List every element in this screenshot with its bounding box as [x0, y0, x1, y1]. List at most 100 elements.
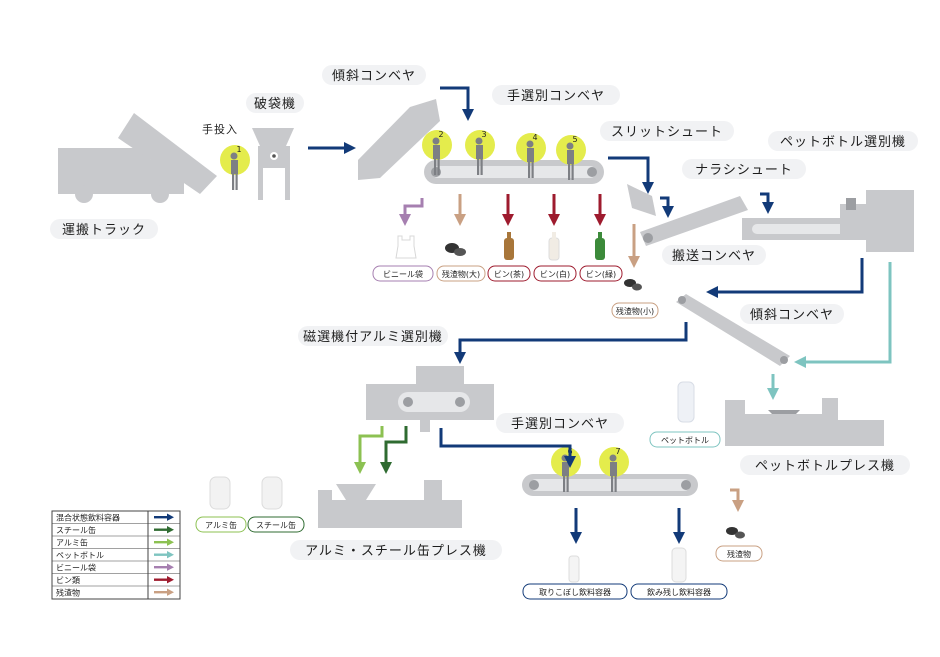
arrow-narashi-to-petsorter [760, 192, 774, 214]
svg-text:搬送コンベヤ: 搬送コンベヤ [672, 249, 756, 264]
worker-leg-icon [528, 162, 531, 178]
worker-leg-icon [614, 476, 617, 492]
bag-breaker-illustration [252, 128, 294, 200]
pill-pet-bottle: ペットボトル [649, 431, 721, 448]
pill-residue-large: 残渣物(大) [436, 265, 486, 282]
label-bag-breaker: 破袋機 [246, 93, 304, 113]
legend-arrow-head-icon [167, 551, 174, 559]
svg-text:ペットボトル: ペットボトル [661, 436, 709, 445]
legend-label: ビニール袋 [56, 562, 96, 572]
legend-label: 混合状態飲料容器 [56, 512, 120, 522]
svg-text:残渣物(大): 残渣物(大) [442, 269, 480, 279]
arrow-pet-to-press [794, 262, 892, 368]
worker-leg-icon [235, 174, 238, 190]
pet-press-illustration [725, 398, 884, 446]
transport-conveyor-illustration [640, 196, 748, 246]
pill-missed-container: 取りこぼし飲料容器 [522, 583, 628, 600]
brown-bottle-icon [504, 232, 514, 260]
worker-head-icon [609, 454, 617, 462]
pill-bottle-white: ビン(白) [533, 265, 577, 282]
vinyl-bag-icon [395, 235, 417, 259]
svg-text:ビン(白): ビン(白) [540, 269, 570, 279]
worker-number: 2 [438, 130, 443, 139]
worker-4: 4 [516, 133, 546, 178]
pill-vinyl: ビニール袋 [372, 265, 434, 282]
aluminum-can-icon [209, 476, 231, 510]
worker-1: 1 [220, 145, 250, 190]
svg-text:傾斜コンベヤ: 傾斜コンベヤ [332, 69, 416, 84]
legend-arrow-head-icon [167, 588, 174, 596]
pill-bottle-brown: ビン(茶) [487, 265, 531, 282]
slit-chute-illustration [627, 184, 656, 216]
legend-arrow-head-icon [167, 538, 174, 546]
legend-label: アルミ缶 [56, 537, 88, 547]
pill-bottle-green: ビン(緑) [579, 265, 623, 282]
worker-3: 3 [465, 130, 495, 175]
incline-conveyor-2-illustration [676, 294, 790, 366]
worker-7: 7 [599, 447, 629, 492]
svg-text:傾斜コンベヤ: 傾斜コンベヤ [750, 308, 834, 323]
large-residue-icon [445, 243, 466, 256]
missed-container-icon [568, 555, 580, 583]
worker-leg-icon [434, 159, 437, 175]
worker-head-icon [475, 137, 483, 145]
label-hand-sort-conveyor-2: 手選別コンベヤ [496, 413, 624, 433]
label-magnetic-al-sorter: 磁選機付アルミ選別機 [298, 326, 448, 346]
pill-residue-small: 残渣物(小) [611, 302, 659, 319]
legend-label: ペットボトル [56, 551, 104, 560]
svg-text:破袋機: 破袋機 [254, 97, 296, 112]
worker-number: 3 [481, 130, 486, 139]
label-incline-conveyor-2: 傾斜コンベヤ [740, 304, 844, 324]
svg-text:飲み残し飲料容器: 飲み残し飲料容器 [647, 587, 711, 597]
svg-text:アルミ・スチール缶プレス機: アルミ・スチール缶プレス機 [305, 544, 487, 559]
incline-conveyor-1-illustration [358, 99, 440, 180]
svg-text:取りこぼし飲料容器: 取りこぼし飲料容器 [539, 587, 611, 597]
flow-arrows [308, 86, 892, 544]
svg-text:ナラシシュート: ナラシシュート [695, 163, 793, 178]
svg-text:残渣物: 残渣物 [727, 549, 751, 559]
green-bottle-icon [595, 232, 605, 260]
worker-number: 7 [615, 447, 620, 456]
magnetic-al-sorter-illustration [366, 366, 494, 432]
svg-text:手選別コンベヤ: 手選別コンベヤ [507, 89, 605, 104]
svg-text:手選別コンベヤ: 手選別コンベヤ [511, 417, 609, 432]
small-residue-icon [624, 279, 642, 291]
worker-body-icon [476, 145, 483, 159]
bottom-residue-icon [726, 527, 745, 539]
pill-leftover-container: 飲み残し飲料容器 [630, 583, 728, 600]
arrow-petsorter-to-incline2 [706, 258, 864, 298]
truck-illustration [58, 113, 217, 203]
pill-aluminum-can: アルミ缶 [195, 516, 247, 533]
worker-body-icon [527, 148, 534, 162]
legend-label: 残渣物 [56, 587, 80, 597]
svg-text:ペットボトルプレス機: ペットボトルプレス機 [755, 459, 895, 474]
arrow-steel [380, 426, 408, 474]
worker-head-icon [566, 142, 574, 150]
worker-number: 1 [236, 145, 241, 154]
label-slit-chute: スリットシュート [600, 121, 734, 141]
worker-leg-icon [566, 476, 569, 492]
legend-label: スチール缶 [56, 525, 96, 535]
svg-text:ペットボトル選別機: ペットボトル選別機 [780, 135, 906, 150]
worker-body-icon [231, 160, 238, 174]
svg-text:磁選機付アルミ選別機: 磁選機付アルミ選別機 [303, 330, 443, 345]
arrow-incline2-to-magsorter [454, 322, 688, 364]
arrow-magsorter-to-handsort2 [439, 428, 576, 468]
worker-leg-icon [563, 476, 566, 492]
svg-text:アルミ缶: アルミ缶 [205, 520, 237, 530]
svg-text:スリットシュート: スリットシュート [611, 125, 723, 140]
worker-number: 4 [532, 133, 537, 142]
svg-text:ビニール袋: ビニール袋 [383, 269, 423, 279]
worker-body-icon [433, 145, 440, 159]
pet-sorter-illustration [742, 190, 914, 252]
worker-body-icon [610, 462, 617, 476]
svg-text:スチール缶: スチール缶 [256, 520, 296, 530]
white-bottle-icon [548, 232, 560, 261]
pet-bottle-icon [677, 381, 695, 423]
leftover-container-icon [671, 547, 687, 583]
legend-item: 残渣物 [52, 511, 180, 599]
legend-arrow-head-icon [167, 576, 174, 584]
label-transport-conveyor: 搬送コンベヤ [662, 245, 766, 265]
